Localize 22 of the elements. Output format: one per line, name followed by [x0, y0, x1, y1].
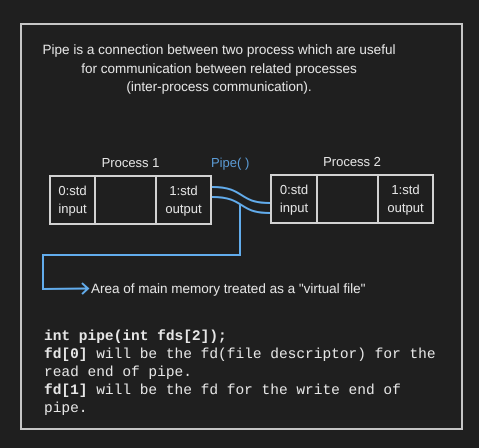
code-line: fd[1] will be the fd for the write end of pipe. — [44, 382, 402, 418]
code-line: fd[0] will be the fd(file descriptor) for the read end of pipe. — [44, 346, 437, 382]
note-text: Area of main memory treated as a "virtual file" — [91, 280, 366, 297]
pipe-line — [212, 196, 270, 214]
empty-cell — [316, 174, 379, 224]
port-label: 1:std output — [164, 182, 203, 218]
code-line: int pipe(int fds[2]); — [44, 328, 228, 346]
port-cell — [270, 174, 318, 224]
process-title: Process 2 — [323, 154, 381, 169]
process-title: Process 1 — [102, 155, 160, 170]
outer-frame — [20, 23, 463, 430]
leader-arrow — [42, 205, 241, 296]
edge-label: Pipe( ) — [210, 155, 250, 171]
port-cell — [49, 175, 96, 225]
intro-text: Pipe is a connection between two process which are useful for communication between related processes (inter-process communication). — [42, 41, 396, 96]
port-cell — [155, 175, 212, 225]
empty-cell — [94, 175, 157, 225]
port-cell — [377, 174, 434, 224]
port-label: 0:std input — [57, 182, 88, 218]
port-label: 1:std output — [386, 181, 425, 217]
port-label: 0:std input — [278, 181, 310, 217]
pipe-line — [212, 186, 270, 204]
